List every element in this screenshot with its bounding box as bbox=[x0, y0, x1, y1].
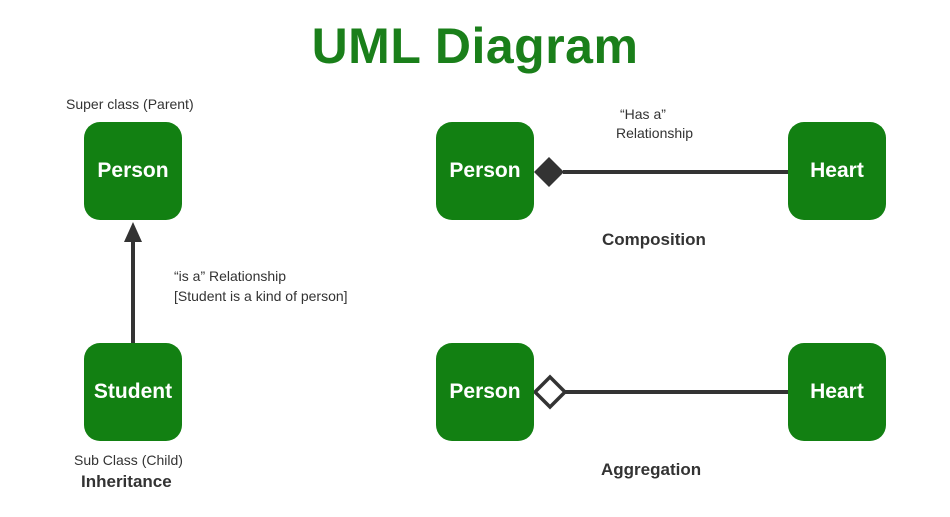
student-child-node: Student bbox=[84, 343, 182, 441]
parent-caption: Super class (Parent) bbox=[66, 96, 194, 112]
inheritance-caption: Inheritance bbox=[81, 472, 172, 491]
is-a-relationship-label: “is a” Relationship bbox=[174, 268, 287, 284]
inheritance-arrowhead bbox=[124, 222, 142, 242]
aggregation-heart-node: Heart bbox=[788, 343, 886, 441]
diagram-title: UML Diagram bbox=[311, 18, 639, 74]
composition-caption: Composition bbox=[602, 230, 706, 249]
composition-diamond bbox=[534, 157, 564, 187]
aggregation-caption: Aggregation bbox=[601, 460, 702, 479]
child-caption: Sub Class (Child) bbox=[74, 452, 183, 468]
aggregation-diamond bbox=[532, 374, 568, 410]
has-a-relationship-label: Relationship bbox=[616, 125, 694, 141]
is-a-relationship-note: [Student is a kind of person] bbox=[174, 288, 348, 304]
person-parent-node: Person bbox=[84, 122, 182, 220]
aggregation-person-node: Person bbox=[436, 343, 534, 441]
composition-person-node: Person bbox=[436, 122, 534, 220]
composition-heart-node: Heart bbox=[788, 122, 886, 220]
has-a-label: “Has a” bbox=[620, 106, 666, 122]
